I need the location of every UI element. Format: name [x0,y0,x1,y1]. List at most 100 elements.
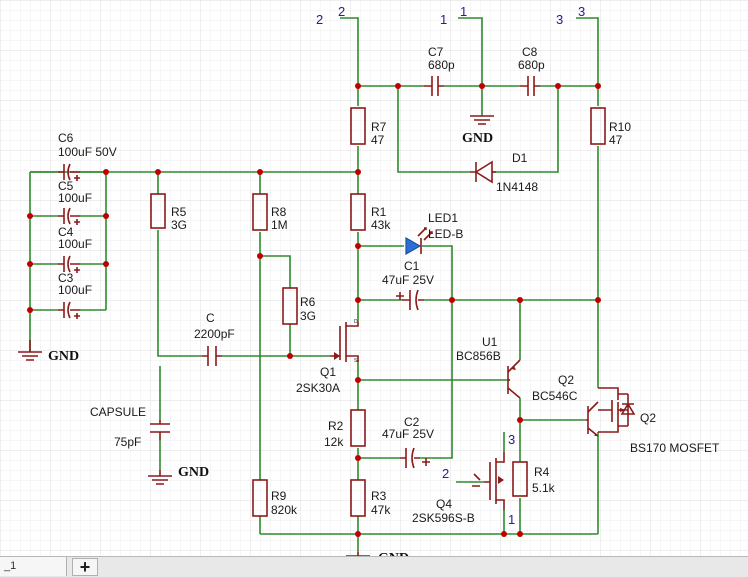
c4-name: C4 [58,225,74,239]
d1-name: D1 [512,151,528,165]
jfet-q4[interactable] [472,452,505,510]
resistor-r8[interactable] [252,193,268,231]
ground-symbol-top [470,115,494,125]
diode-d1[interactable] [470,160,496,184]
capacitor-c4[interactable] [58,255,80,273]
c3-name: C3 [58,271,74,285]
resistor-r10[interactable] [590,107,606,145]
jfet-q1[interactable]: D S [330,319,359,364]
capacitor-c2[interactable] [400,447,430,469]
r1-name: R1 [371,205,387,219]
q4-name: Q4 [436,497,452,511]
c2-name: C2 [404,415,420,429]
pin3-outer-label: 3 [556,12,563,27]
capacitor-c8[interactable] [520,76,540,96]
r7-value: 47 [371,133,385,147]
q4-pin2-label: 2 [442,466,449,481]
led1-value: LED-B [428,227,463,241]
q2-mosfet-value: BS170 MOSFET [630,441,720,455]
c6-value: 100uF 50V [58,145,117,159]
resistor-r7[interactable] [350,107,366,145]
resistor-r4[interactable] [512,461,528,497]
wires [29,17,599,552]
c3-value: 100uF [58,283,92,297]
q2-mosfet-name: Q2 [640,411,656,425]
c1-value: 47uF 25V [382,273,434,287]
r4-name: R4 [534,465,550,479]
capacitor-c1[interactable] [396,289,424,311]
r2-value: 12k [324,435,344,449]
r8-value: 1M [271,218,288,232]
led1-name: LED1 [428,211,458,225]
resistor-r2[interactable] [350,409,366,447]
r8-name: R8 [271,205,287,219]
c1-name: C1 [404,259,420,273]
transistor-q2[interactable] [586,401,599,437]
r9-name: R9 [271,489,287,503]
q1-source-label: S [354,358,358,364]
capsule-capacitor[interactable] [150,420,170,440]
capsule-value: 75pF [114,435,141,449]
r10-name: R10 [609,120,631,134]
sheet-tab-1[interactable]: _1 [0,557,67,576]
capacitor-c[interactable] [202,346,222,366]
r5-name: R5 [171,205,187,219]
u1-name: U1 [482,335,498,349]
r4-value: 5.1k [532,481,556,495]
c6-name: C6 [58,131,74,145]
add-sheet-button[interactable]: + [72,558,98,576]
r2-name: R2 [328,419,344,433]
capacitor-c7[interactable] [424,76,444,96]
c2-value: 47uF 25V [382,427,434,441]
c5-name: C5 [58,179,74,193]
pin1-inner-label: 1 [460,4,467,19]
pin2-outer-label: 2 [316,12,323,27]
q4-value: 2SK596S-B [412,511,475,525]
capacitor-c5[interactable] [58,207,80,225]
junction-dots [27,83,601,537]
r3-value: 47k [371,503,391,517]
ground-symbol-capsule [148,470,172,485]
d1-value: 1N4148 [496,180,538,194]
resistor-r3[interactable] [350,479,366,517]
r5-value: 3G [171,218,187,232]
c4-value: 100uF [58,237,92,251]
c8-value: 680p [518,58,545,72]
pin2-inner-label: 2 [338,4,345,19]
q2-name: Q2 [558,373,574,387]
mosfet-q2[interactable] [598,387,636,433]
resistor-r6[interactable] [282,287,298,325]
c7-name: C7 [428,45,444,59]
q4-pin3-label: 3 [508,432,515,447]
u1-value: BC856B [456,349,501,363]
r10-value: 47 [609,133,623,147]
resistor-r1[interactable] [350,193,366,231]
resistor-r5[interactable] [150,193,166,229]
r6-name: R6 [300,295,316,309]
component-labels: 2 2 1 1 3 3 C7 680p C8 680p GND R7 47 R1… [48,4,720,566]
c5-value: 100uF [58,191,92,205]
led-led1[interactable] [405,227,433,256]
capsule-name: CAPSULE [90,405,146,419]
transistor-u1[interactable] [507,359,521,399]
gnd-top-label: GND [462,131,493,146]
r3-name: R3 [371,489,387,503]
c8-name: C8 [522,45,538,59]
q2-value: BC546C [532,389,578,403]
capacitor-c3[interactable] [58,301,80,319]
pin3-inner-label: 3 [578,4,585,19]
plus-icon: + [79,557,91,577]
pin1-outer-label: 1 [440,12,447,27]
r1-value: 43k [371,218,391,232]
q4-pin1-label: 1 [508,512,515,527]
capacitor-c6[interactable] [58,163,80,181]
r7-name: R7 [371,120,387,134]
r9-value: 820k [271,503,298,517]
ground-symbol-left [18,340,42,361]
c-value: 2200pF [194,327,235,341]
resistor-r9[interactable] [252,479,268,517]
q1-name: Q1 [320,365,336,379]
sheet-tab-label: _1 [4,560,17,572]
